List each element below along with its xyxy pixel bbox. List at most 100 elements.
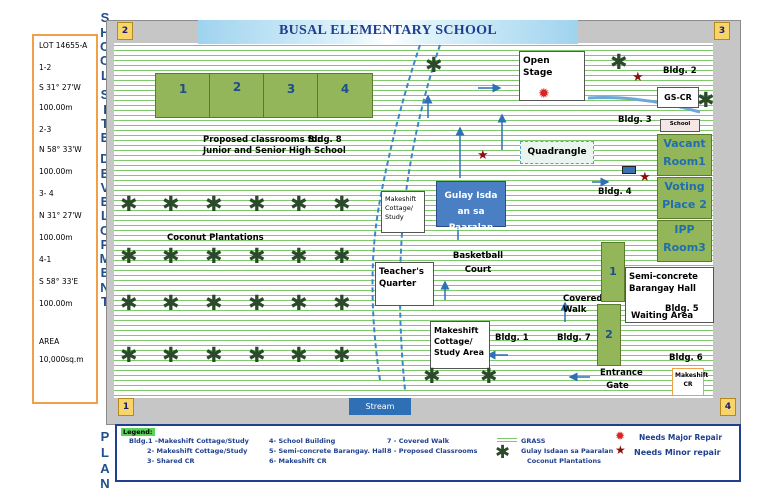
palm-tree-icon: ✱ bbox=[205, 192, 223, 216]
vacant-room: Vacant Room1 bbox=[657, 134, 712, 176]
lot-info-line: N 58° 33'W bbox=[39, 145, 82, 154]
gulay-pond: Gulay Isda an sa Paaralan bbox=[436, 181, 506, 233]
corner-marker-2: 2 bbox=[117, 22, 133, 40]
makeshift-cottage-top: Makeshift Cottage/ Study bbox=[381, 191, 425, 233]
vertical-letter: T bbox=[101, 294, 109, 309]
major-repair-icon: ✹ bbox=[615, 429, 626, 443]
palm-tree-icon: ✱ bbox=[290, 291, 308, 315]
legend-box: Legend: Bldg.1 –Makeshift Cottage/Study … bbox=[115, 424, 741, 482]
legend-item: 7 - Covered Walk bbox=[387, 437, 450, 445]
legend-heading: Legend: bbox=[121, 428, 155, 436]
vertical-letter: M bbox=[99, 251, 111, 266]
bldg6-label: Bldg. 6 bbox=[669, 353, 703, 363]
makeshift-cr-box: Makeshift CR bbox=[672, 368, 708, 396]
palm-tree-icon: ✱ bbox=[205, 244, 223, 268]
lot-info-line: S 58° 33'E bbox=[39, 277, 79, 286]
vertical-letter: H bbox=[100, 25, 110, 40]
minor-repair-icon: ★ bbox=[639, 170, 651, 185]
palm-tree-icon: ✱ bbox=[423, 364, 441, 388]
palm-tree-icon: ✱ bbox=[162, 244, 180, 268]
legend-gulay: Gulay Isdaan sa Paaralan bbox=[521, 447, 614, 455]
bldg3-label: Bldg. 3 bbox=[618, 115, 652, 125]
covered-walk-1: 1 bbox=[601, 242, 625, 302]
major-repair-icon: ✹ bbox=[538, 86, 550, 102]
vertical-letter: V bbox=[100, 180, 110, 195]
legend-grass: GRASS bbox=[521, 437, 546, 445]
palm-tree-icon: ✱ bbox=[480, 364, 498, 388]
palm-tree-icon: ✱ bbox=[248, 244, 266, 268]
classroom-4: 4 bbox=[317, 73, 373, 118]
palm-tree-icon: ✱ bbox=[290, 343, 308, 367]
palm-tree-icon: ✱ bbox=[333, 192, 351, 216]
vertical-letter: N bbox=[100, 476, 110, 491]
vertical-letter: S bbox=[100, 10, 110, 25]
legend-item: 5- Semi-concrete Barangay. Hall bbox=[269, 447, 387, 455]
vertical-letter: E bbox=[100, 166, 110, 181]
bldg1-label: Bldg. 1 bbox=[495, 333, 529, 343]
palm-tree-icon: ✱ bbox=[162, 192, 180, 216]
minor-repair-icon: ★ bbox=[632, 70, 644, 85]
vertical-letter: I bbox=[103, 102, 107, 117]
legend-item: 6- Makeshift CR bbox=[269, 457, 327, 465]
vertical-letter: O bbox=[99, 53, 111, 68]
bldg8-label: Bldg. 8 bbox=[308, 135, 342, 145]
palm-tree-icon: ✱ bbox=[248, 192, 266, 216]
coconut-label: Coconut Plantations bbox=[167, 233, 264, 243]
vertical-letter: L bbox=[101, 68, 109, 83]
lot-info-line: 1-2 bbox=[39, 63, 52, 72]
teachers-quarter: Teacher's Quarter bbox=[375, 262, 434, 306]
vertical-letter: O bbox=[99, 223, 111, 238]
palm-tree-icon: ✱ bbox=[120, 343, 138, 367]
lot-info-line: 100.00m bbox=[39, 167, 73, 176]
lot-info-line: 10,000sq.m bbox=[39, 355, 84, 364]
legend-coconut: Coconut Plantations bbox=[527, 457, 601, 465]
vertical-letter: P bbox=[100, 237, 110, 252]
vertical-letter: D bbox=[100, 151, 110, 166]
lot-info-line: 100.00m bbox=[39, 233, 73, 242]
vertical-letter: P bbox=[100, 429, 110, 444]
palm-tree-icon: ✱ bbox=[333, 291, 351, 315]
palm-tree-icon: ✱ bbox=[205, 291, 223, 315]
flag-icon bbox=[622, 166, 636, 174]
palm-tree-icon: ✱ bbox=[248, 343, 266, 367]
corner-marker-1: 1 bbox=[118, 398, 134, 416]
palm-tree-icon: ✱ bbox=[162, 291, 180, 315]
palm-tree-icon: ✱ bbox=[290, 192, 308, 216]
voting-place: Voting Place 2 bbox=[657, 177, 712, 219]
vertical-letter: E bbox=[100, 265, 110, 280]
school-title: BUSAL ELEMENTARY SCHOOL bbox=[278, 23, 497, 38]
classroom-2: 2 bbox=[209, 73, 265, 118]
title-bar: BUSAL ELEMENTARY SCHOOL bbox=[198, 20, 578, 44]
lot-info-line: LOT 14655-A bbox=[39, 41, 88, 50]
open-stage: Open Stage bbox=[519, 51, 585, 101]
quadrangle: Quadrangle bbox=[520, 141, 594, 164]
barangay-hall-label: Semi-concrete Barangay Hall bbox=[629, 272, 698, 294]
legend-item: 8 - Proposed Classrooms bbox=[387, 447, 478, 455]
vertical-letter: L bbox=[101, 208, 109, 223]
vertical-letter: E bbox=[100, 194, 110, 209]
makeshift-cottage-bottom: Makeshift Cottage/ Study Area bbox=[430, 321, 490, 369]
gs-cr-box: GS-CR bbox=[657, 87, 699, 108]
classroom-3: 3 bbox=[263, 73, 319, 118]
lot-info-line: N 31° 27'W bbox=[39, 211, 82, 220]
minor-repair-icon: ★ bbox=[477, 148, 489, 163]
bldg7-label: Bldg. 7 bbox=[557, 333, 591, 343]
vertical-letter: N bbox=[100, 280, 110, 295]
classroom-1: 1 bbox=[155, 73, 211, 118]
palm-tree-icon: ✱ bbox=[205, 343, 223, 367]
vertical-letter: A bbox=[100, 461, 110, 476]
palm-tree-icon: ✱ bbox=[248, 291, 266, 315]
corner-marker-4: 4 bbox=[720, 398, 736, 416]
corner-marker-3: 3 bbox=[714, 22, 730, 40]
covered-walk-2: 2 bbox=[597, 304, 621, 366]
lot-info-line: S 31° 27'W bbox=[39, 83, 81, 92]
legend-item: 2- Makeshift Cottage/Study bbox=[147, 447, 248, 455]
ipp-room: IPP Room3 bbox=[657, 220, 712, 262]
legend-item: 4- School Building bbox=[269, 437, 336, 445]
vertical-letter: O bbox=[99, 39, 111, 54]
palm-tree-icon: ✱ bbox=[697, 88, 715, 112]
minor-repair-icon: ★ bbox=[615, 443, 626, 457]
palm-icon: ✱ bbox=[495, 442, 511, 463]
